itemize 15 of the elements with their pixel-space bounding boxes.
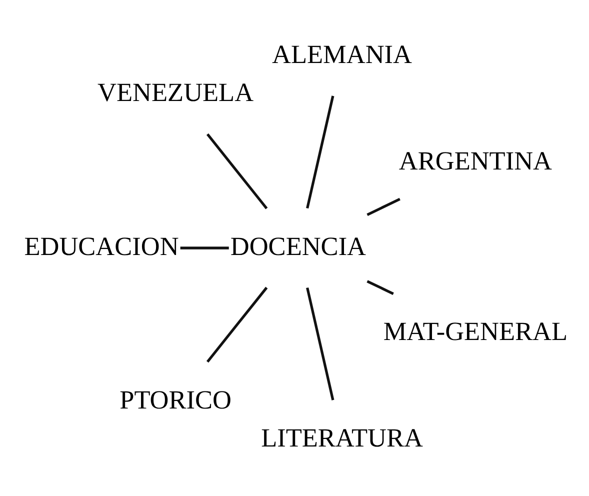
connector (206, 286, 268, 363)
node-text: ALEMANIA (272, 40, 412, 69)
connector (366, 280, 394, 295)
connector (180, 246, 229, 250)
node-text: VENEZUELA (98, 78, 254, 107)
node-text: MAT-GENERAL (383, 317, 568, 346)
node-text: EDUCACION (24, 232, 179, 261)
node-text: ARGENTINA (398, 146, 552, 176)
node-text: DOCENCIA (230, 232, 366, 261)
connector (366, 198, 400, 216)
connector (306, 287, 334, 400)
connector (306, 96, 334, 209)
connector (206, 133, 268, 210)
node-text: PTORICO (120, 386, 232, 415)
node-text: LITERATURA (261, 424, 423, 453)
